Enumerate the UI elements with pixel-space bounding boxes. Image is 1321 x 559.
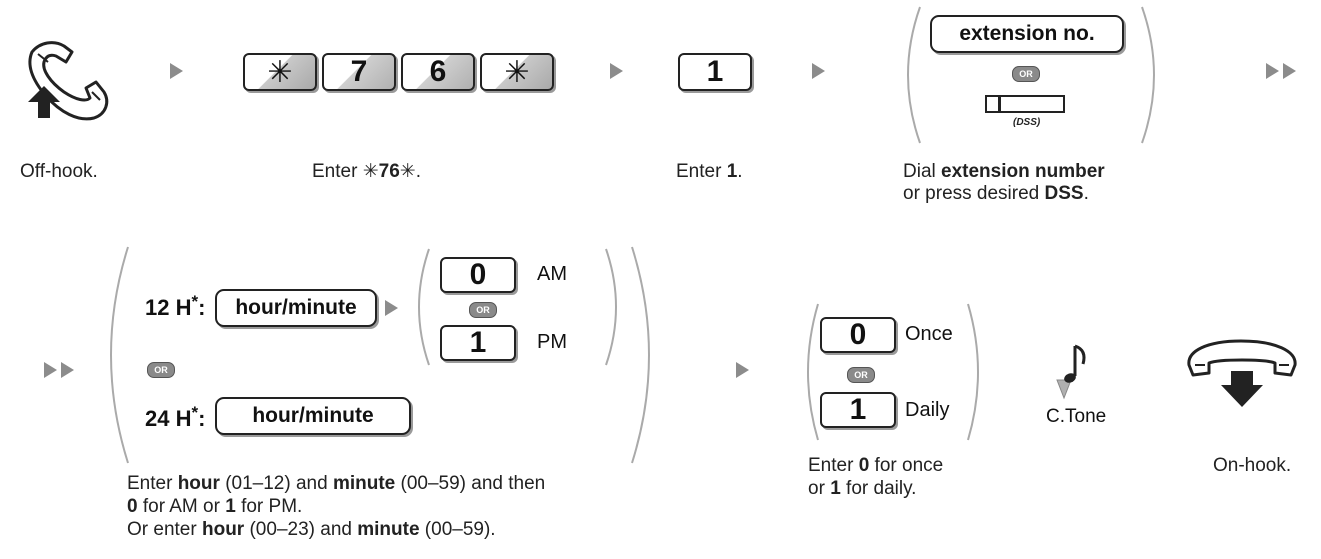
extension-number-key[interactable]: extension no. — [930, 15, 1124, 53]
once-key-0[interactable]: 0 — [820, 317, 896, 353]
freq-caption-line2: or 1 for daily. — [808, 478, 917, 499]
freq-caption-line1: Enter 0 for once — [808, 455, 944, 476]
c-tone-label: C.Tone — [1046, 406, 1107, 427]
24h-hour-minute-key[interactable]: hour/minute — [215, 397, 411, 435]
or-badge: OR — [847, 367, 875, 383]
or-badge: OR — [469, 302, 497, 318]
dial-caption-line2: or press desired DSS. — [903, 183, 1089, 204]
step-arrow — [736, 362, 749, 378]
or-badge: OR — [147, 362, 175, 378]
key-6[interactable]: 6 — [401, 53, 475, 91]
off-hook-caption: Off-hook. — [20, 161, 98, 182]
on-hook-caption: On-hook. — [1213, 455, 1292, 476]
time-caption-line1: Enter hour (01–12) and minute (00–59) an… — [127, 473, 546, 494]
time-caption-line2: 0 for AM or 1 for PM. — [127, 496, 303, 517]
am-key-0[interactable]: 0 — [440, 257, 516, 293]
key-star[interactable]: ✳ — [243, 53, 317, 91]
pm-key-1[interactable]: 1 — [440, 325, 516, 361]
enter-one-caption: Enter 1. — [676, 161, 743, 182]
dial-caption-line1: Dial extension number — [903, 161, 1105, 182]
continue-arrow — [1283, 63, 1296, 79]
daily-key-1[interactable]: 1 — [820, 392, 896, 428]
continue-arrow — [44, 362, 57, 378]
continue-arrow — [1266, 63, 1279, 79]
step-arrow — [812, 63, 825, 79]
dss-label: (DSS) — [1013, 117, 1041, 128]
once-label: Once — [905, 323, 953, 345]
daily-label: Daily — [905, 399, 950, 421]
step-arrow — [385, 300, 398, 316]
continue-arrow — [61, 362, 74, 378]
step-arrow — [170, 63, 183, 79]
pm-label: PM — [537, 331, 567, 353]
or-badge: OR — [1012, 66, 1040, 82]
key-star[interactable]: ✳ — [480, 53, 554, 91]
12h-label: 12 H*: — [145, 292, 206, 320]
12h-hour-minute-key[interactable]: hour/minute — [215, 289, 377, 327]
am-label: AM — [537, 263, 567, 285]
key-1[interactable]: 1 — [678, 53, 752, 91]
key-7[interactable]: 7 — [322, 53, 396, 91]
enter-code-caption: Enter ✳76✳. — [312, 161, 421, 182]
step-arrow — [610, 63, 623, 79]
24h-label: 24 H*: — [145, 403, 206, 431]
time-caption-line3: Or enter hour (00–23) and minute (00–59)… — [127, 519, 496, 540]
